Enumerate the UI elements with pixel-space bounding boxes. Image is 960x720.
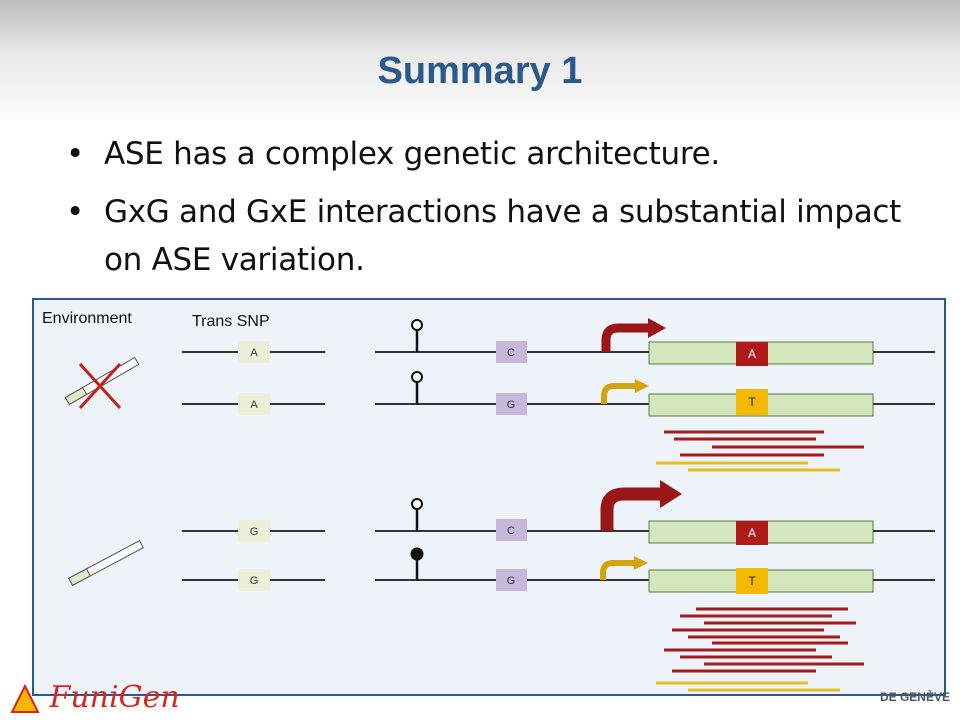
cis-allele: G — [507, 399, 516, 411]
cis-allele: G — [507, 575, 516, 587]
read-pile — [656, 430, 864, 472]
slide-title: Summary 1 — [377, 50, 583, 92]
bullet-list: • ASE has a complex genetic architecture… — [66, 130, 926, 294]
trans-allele: A — [250, 399, 258, 411]
read-pile — [656, 607, 864, 692]
bullet-item: • GxG and GxE interactions have a substa… — [66, 188, 926, 284]
transcription-arrow-red — [601, 323, 650, 352]
environment-present-icon — [68, 540, 144, 586]
cis-snp-box — [496, 393, 527, 415]
arrow-head — [660, 480, 682, 508]
arrow-head — [648, 318, 666, 338]
allele-box-yellow — [736, 568, 768, 594]
arrow-head — [634, 556, 648, 570]
left-logo-text: FuniGen — [49, 680, 180, 715]
transcription-arrow-yellow — [600, 560, 635, 580]
exon-allele: T — [748, 395, 756, 409]
arrow-head — [635, 379, 649, 393]
cross-mark — [78, 362, 122, 410]
cis-regulator-open — [411, 319, 423, 331]
bullet-text: GxG and GxE interactions have a substant… — [104, 194, 901, 278]
chromosome-row: A G T — [182, 371, 935, 417]
exon-allele: A — [748, 347, 756, 361]
right-logo-text: DE GENÈVE — [879, 690, 950, 704]
environment-absent-icon — [64, 356, 140, 410]
trans-snp-box — [238, 569, 270, 591]
trans-allele: G — [250, 575, 259, 587]
bullet-text: ASE has a complex genetic architecture. — [104, 136, 720, 172]
ase-diagram: Environment Trans SNP A C A A — [32, 298, 946, 696]
cis-regulator-open — [411, 371, 423, 383]
cis-allele: C — [507, 525, 515, 537]
chromosome-row: G C A — [182, 480, 935, 545]
trans-snp-box — [238, 341, 270, 363]
university-logo: DE GENÈVE — [880, 690, 950, 704]
bullet-marker: • — [66, 136, 84, 172]
transcription-arrow-yellow — [601, 383, 636, 404]
trans-snp-box — [238, 393, 270, 415]
flame-icon — [10, 683, 40, 713]
funigen-logo: FuniGen — [10, 680, 180, 715]
allele-box-yellow — [736, 389, 768, 415]
environment-label: Environment — [42, 310, 132, 327]
trans-snp-box — [238, 520, 270, 542]
allele-box-red — [736, 521, 768, 545]
chromosome-row: G G T — [182, 547, 935, 594]
trans-allele: A — [250, 347, 258, 359]
bullet-marker: • — [66, 194, 84, 230]
transcription-arrow-red — [600, 487, 664, 531]
chromosome-row: A C A — [182, 318, 935, 366]
trans-snp-label: Trans SNP — [192, 313, 270, 330]
cis-snp-box — [496, 519, 527, 541]
cis-regulator-open — [411, 498, 423, 510]
exon-allele: T — [748, 574, 756, 588]
cis-snp-box — [496, 569, 527, 591]
exon-allele: A — [748, 526, 756, 540]
allele-box-red — [736, 342, 768, 366]
bullet-item: • ASE has a complex genetic architecture… — [66, 130, 926, 178]
cis-regulator-filled — [410, 547, 424, 561]
cis-snp-box — [496, 341, 527, 363]
cis-allele: C — [507, 347, 515, 359]
trans-allele: G — [250, 526, 259, 538]
